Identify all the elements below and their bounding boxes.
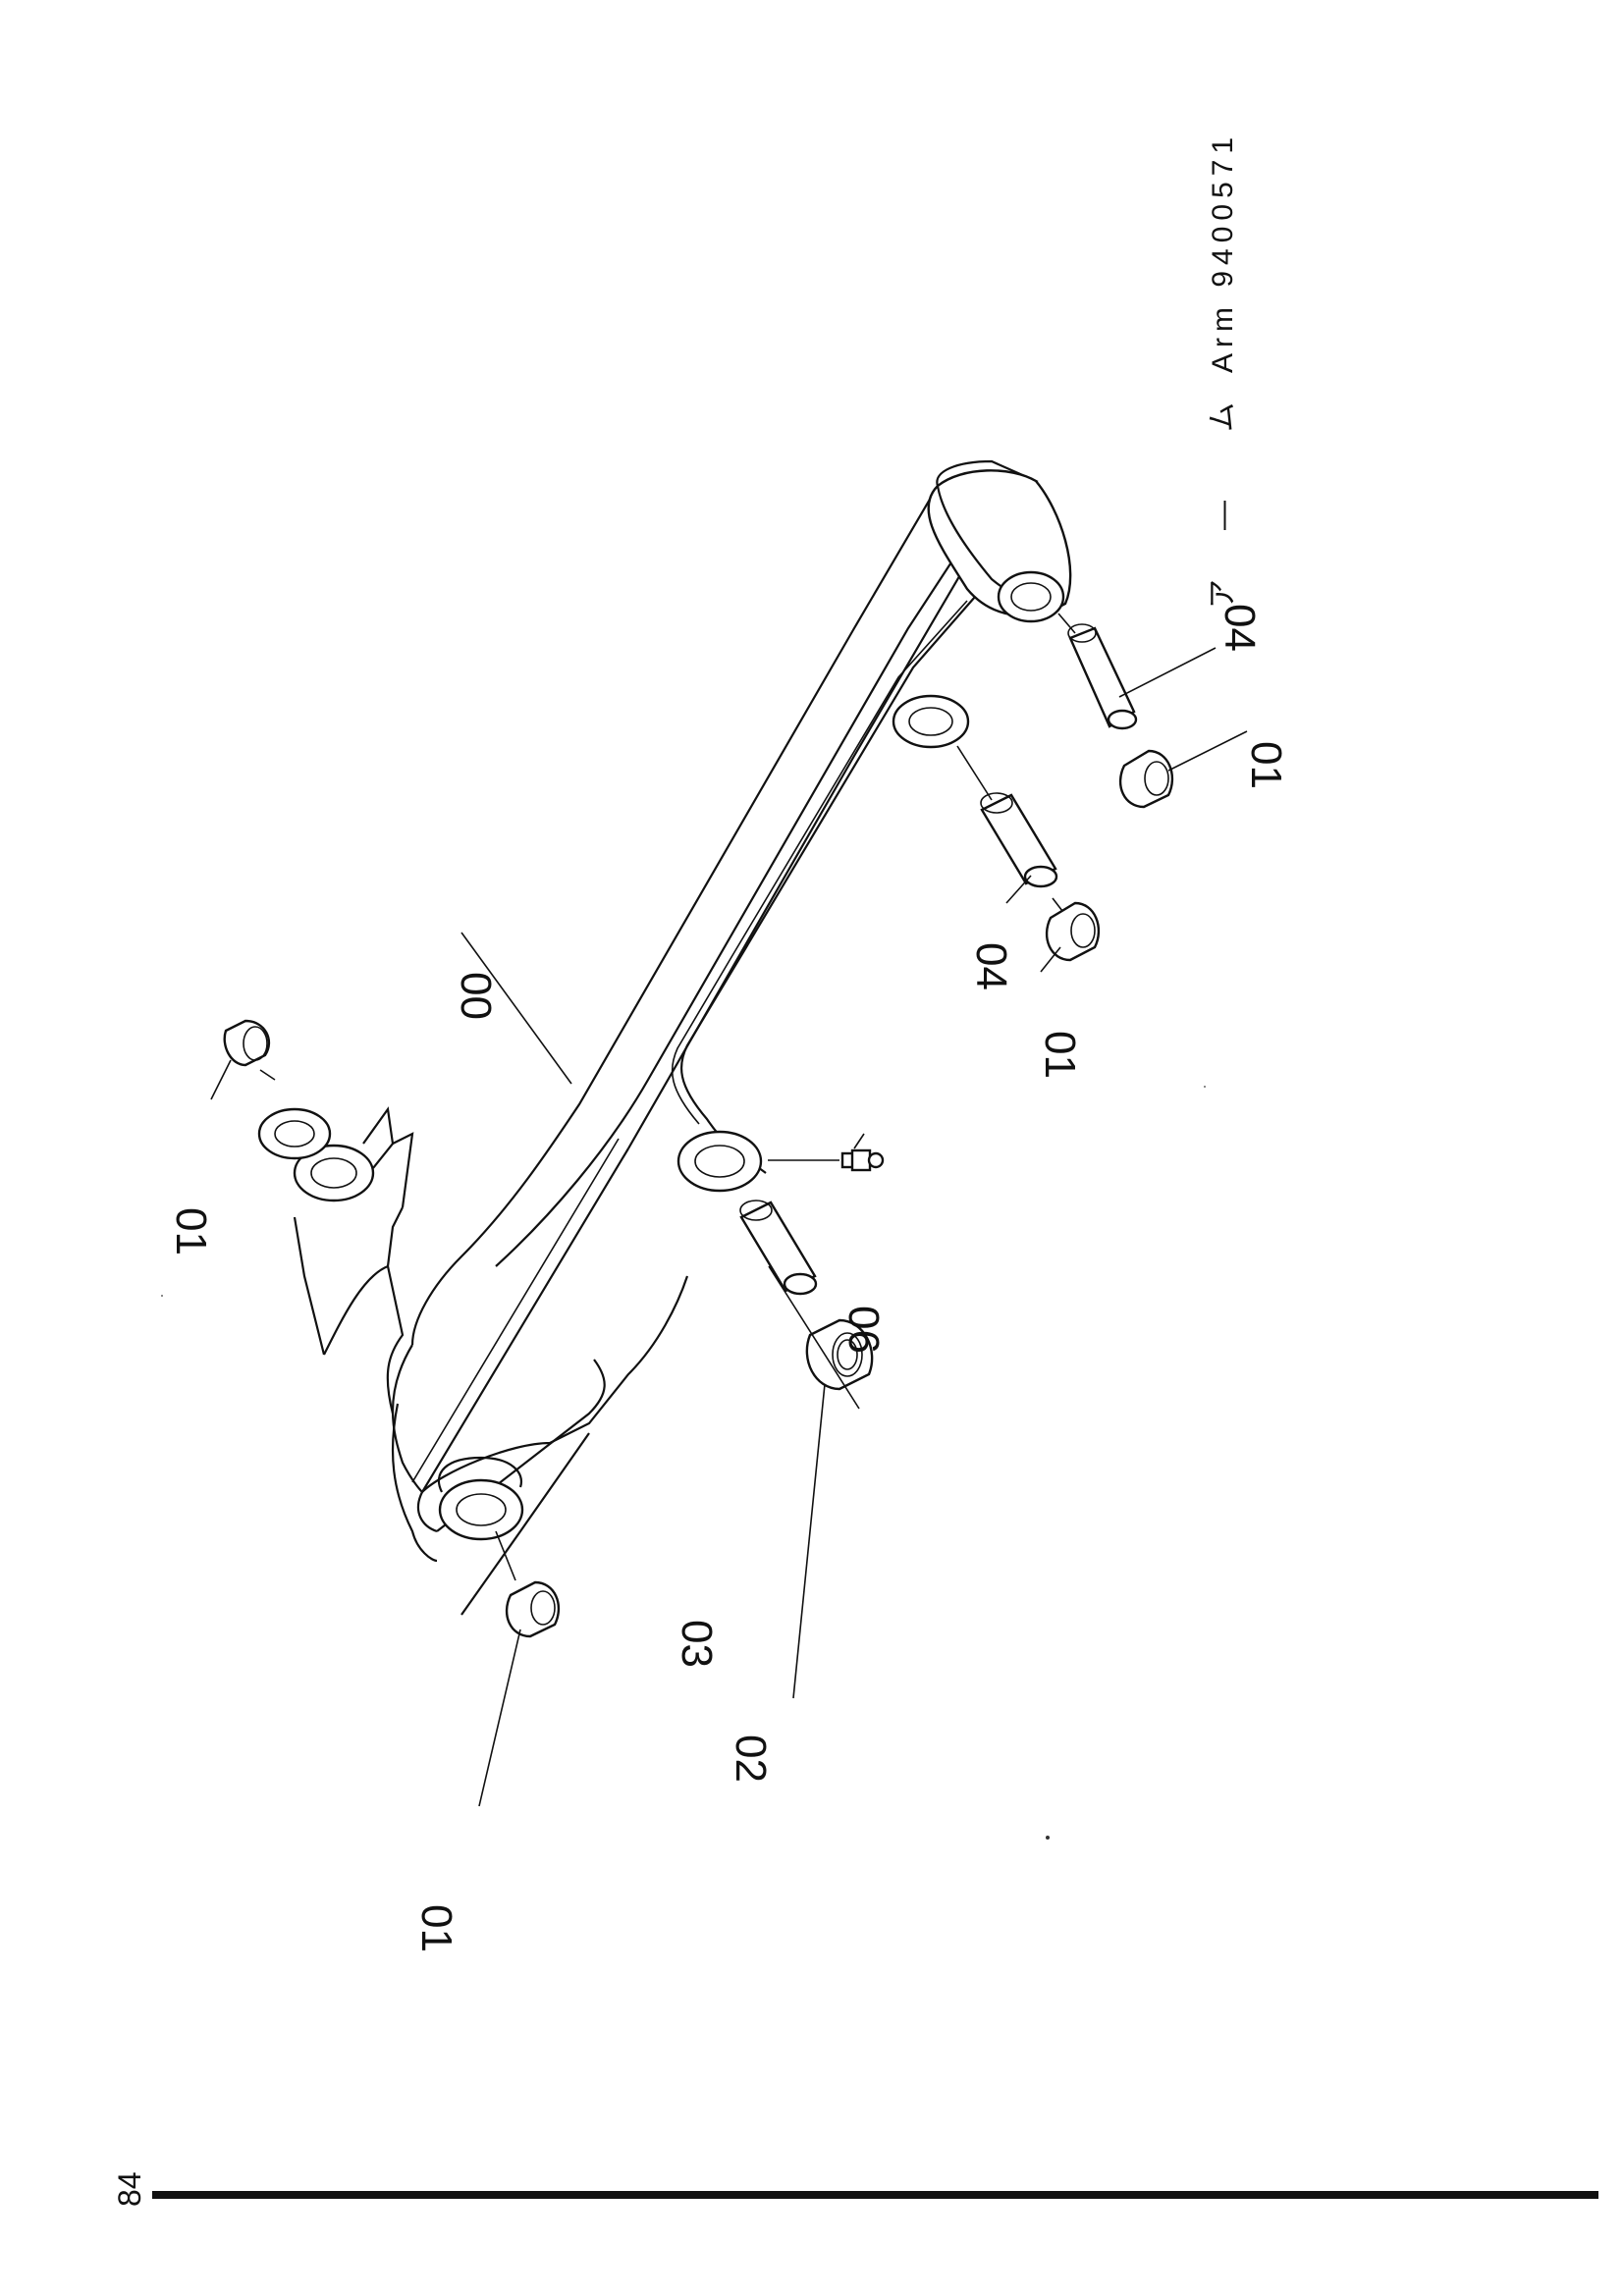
label-pin-mid: 04 [967,942,1015,990]
bushing-bottom [495,1530,561,1638]
label-pin-lower-group: 03 [673,1620,721,1668]
header-title: Arm 9400571 [1207,132,1239,373]
collar [805,1318,874,1391]
page-number: 84 [112,2171,147,2207]
label-arm-group: 00 [452,972,500,1020]
bushing-mid [1045,897,1101,962]
label-bushing-bottom-group: 01 [412,1904,460,1952]
page-number-group: 84 [112,2171,147,2207]
scan-speckles [161,1086,1206,1840]
label-bushing-end-group: 01 [1242,741,1290,789]
label-grease-nipple: 06 [839,1306,888,1354]
pin-mid [956,745,1058,888]
bushing-top [223,1019,276,1081]
label-grease-nipple-group: 06 [839,1306,888,1354]
label-bushing-mid-group: 01 [1036,1031,1084,1079]
label-collar: 02 [727,1735,775,1783]
label-bushing-top: 01 [167,1207,215,1255]
pin-lower [739,1200,818,1296]
header-jp-b: ム [1207,397,1239,432]
leader-lines [210,647,1248,1807]
label-bushing-mid: 01 [1036,1031,1084,1079]
header-group: ア — ム Arm 9400571 [1207,132,1239,609]
label-bushing-end: 01 [1242,741,1290,789]
label-pin-end-group: 04 [1216,604,1264,652]
label-bushing-bottom: 01 [412,1904,460,1952]
header-jp-a: ア [1207,573,1239,609]
label-pin-mid-group: 04 [967,942,1015,990]
bushing-end [1118,749,1174,809]
label-arm: 00 [452,972,500,1020]
label-collar-group: 02 [727,1735,775,1783]
header-dash: — [1207,495,1239,530]
label-pin-end: 04 [1216,604,1264,652]
label-bushing-top-group: 01 [167,1207,215,1255]
label-pin-lower: 03 [673,1620,721,1668]
grease-nipple [768,1148,885,1172]
arm-body [257,459,1072,1616]
pin-end [1057,613,1138,730]
